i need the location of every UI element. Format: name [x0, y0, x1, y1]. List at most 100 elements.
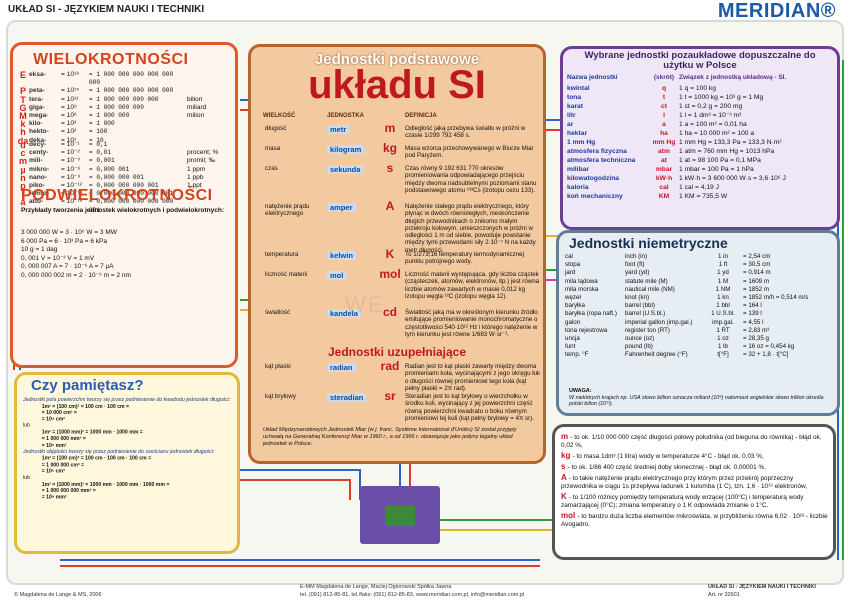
prefix-word	[187, 120, 227, 128]
remember-equation: = 10⁴ cm²	[41, 416, 65, 423]
imperial-name-pl: uncja	[565, 335, 580, 343]
imperial-title: Jednostki niemetryczne	[569, 235, 728, 251]
prefix-symbol: h	[20, 127, 26, 138]
imperial-value: = 1609 m	[743, 277, 769, 285]
unit-name: kilogram	[327, 145, 381, 155]
imperial-name-en: Fahrenheit degree (°F)	[625, 351, 688, 359]
examples-title: Przykłady tworzenia jednostek wielokrotn…	[21, 207, 224, 214]
quantity: długość	[265, 125, 287, 132]
approximation-row: s - to ok. 1/86 400 część średniej doby …	[561, 463, 829, 472]
prefix-name: giga-	[29, 103, 45, 111]
non-si-row: kaloria cal 1 cal = 4,19 J	[567, 183, 833, 192]
non-si-symbol: cal	[659, 184, 669, 191]
unit-name-label: mol	[327, 271, 347, 281]
unit-definition: To 1/273,16 temperatury termodynamicznej…	[405, 251, 524, 266]
non-si-relation: 1 l = 1 dm³ = 10⁻³ m³	[679, 112, 742, 119]
imperial-name-en: statute mile (M)	[625, 277, 668, 285]
approximation-unit: A	[561, 473, 569, 482]
remember-equation: = 10 000 cm² =	[41, 410, 77, 416]
non-si-relation: 1 q = 100 kg	[679, 85, 716, 92]
article-number: Art. nr 32601	[708, 592, 740, 598]
approximation-row: m - to ok. 1/10 000 000 część długości p…	[561, 433, 829, 450]
prefix-name: centy-	[29, 149, 49, 157]
example-line: 0, 000 007 A = 7 · 10⁻⁶ A = 7 µA	[21, 263, 114, 270]
approximation-text: - to masa 1dm³ (1 litra) wody w temperat…	[572, 453, 764, 460]
col-unit: JEDNOSTKA	[327, 113, 365, 119]
non-si-symbol: mbar	[655, 166, 673, 173]
prefix-value: = 1 000 000 000 000	[89, 95, 159, 103]
prefix-value: = 0,01	[89, 149, 111, 157]
prefix-power: = 10⁻¹⁵	[61, 190, 83, 198]
imperial-name-en: pound (lb)	[625, 343, 653, 351]
imperial-unit: 1 ft	[718, 261, 728, 269]
imperial-name-en: imperial gallon (imp.gal.)	[625, 318, 693, 326]
imperial-unit: t[°F]	[717, 351, 729, 359]
unit-name-label: kelwin	[327, 251, 356, 261]
approximation-unit: s	[561, 462, 568, 471]
remember-equation: 1m² = (100 cm)² = 100 cm · 100 cm =	[41, 403, 130, 410]
imperial-value: = 32 + 1,8 · t[°C]	[743, 351, 789, 359]
remember-equation: = 1 000 000 mm² =	[41, 436, 86, 442]
non-si-relation: 1 t = 1000 kg = 10³ g = 1 Mg	[679, 94, 764, 101]
prefix-word: miliard	[187, 103, 207, 111]
unit-symbol: m	[384, 121, 396, 135]
remember-volume-text: Jednostki objętości tworzy się przez pod…	[23, 449, 215, 455]
imperial-note-title: UWAGA:	[569, 388, 592, 394]
non-si-relation: 1 atm = 760 mm Hg = 1013 hPa	[679, 148, 775, 155]
approximation-text: - to 1/100 różnicy pomiędzy temperaturą …	[561, 494, 804, 509]
prefix-symbol: P	[19, 86, 26, 97]
col-definition: DEFINICJA	[405, 113, 437, 119]
prefix-name: hekto-	[29, 128, 49, 136]
non-si-relation: 1 kW·h = 3 600 000 W·s = 3,6·10⁶ J	[679, 175, 786, 182]
non-si-relation: 1 ct = 0,2 g = 200 mg	[679, 103, 743, 110]
non-si-symbol: atm	[658, 148, 670, 155]
prefix-symbol: m	[18, 156, 27, 167]
unit-name: kelwin	[327, 251, 381, 261]
approximation-row: K - to 1/100 różnicy pomiędzy temperatur…	[561, 493, 829, 510]
imperial-name-en: ounce (oz)	[625, 335, 655, 343]
unit-name-label: kilogram	[327, 145, 365, 155]
approximation-text: - to bardzo duża liczba elementów mikroś…	[561, 513, 828, 528]
non-si-relation: 1 cal = 4,19 J	[679, 184, 719, 191]
prefix-value: = 0,001	[89, 157, 115, 165]
prefix-name: decy-	[29, 141, 47, 148]
imperial-unit: 1 lb	[718, 343, 728, 351]
remember-or: lub	[23, 475, 30, 481]
imperial-value: = 1852 m/h = 0,514 m/s	[743, 294, 809, 302]
remember-panel: Czy pamiętasz? Jednostki pola powierzchn…	[14, 372, 240, 554]
unit-name: metr	[327, 125, 381, 135]
example-line: 6 000 Pa = 6 · 10³ Pa = 6 kPa	[21, 237, 108, 245]
imperial-name-en: barrel (U.S.bl.)	[625, 310, 666, 318]
unit-symbol: s	[386, 161, 394, 175]
prefix-symbol: G	[19, 102, 27, 113]
prefix-name: nano-	[29, 173, 47, 181]
unit-symbol: kg	[382, 141, 397, 155]
imperial-name-pl: galon	[565, 318, 581, 326]
imperial-name-en: nautical mile (NM)	[625, 285, 675, 293]
prefix-symbol: n	[20, 172, 26, 183]
main-title-big: układu SI	[308, 63, 486, 107]
non-si-name: kaloria	[567, 184, 589, 191]
non-si-name: hektar	[567, 130, 588, 137]
submultiples-title: PODWIELOKROTNOŚCI	[21, 187, 213, 204]
remember-equation: = 10⁶ cm³	[41, 468, 65, 475]
prefix-word: promil; ‰	[187, 157, 216, 165]
